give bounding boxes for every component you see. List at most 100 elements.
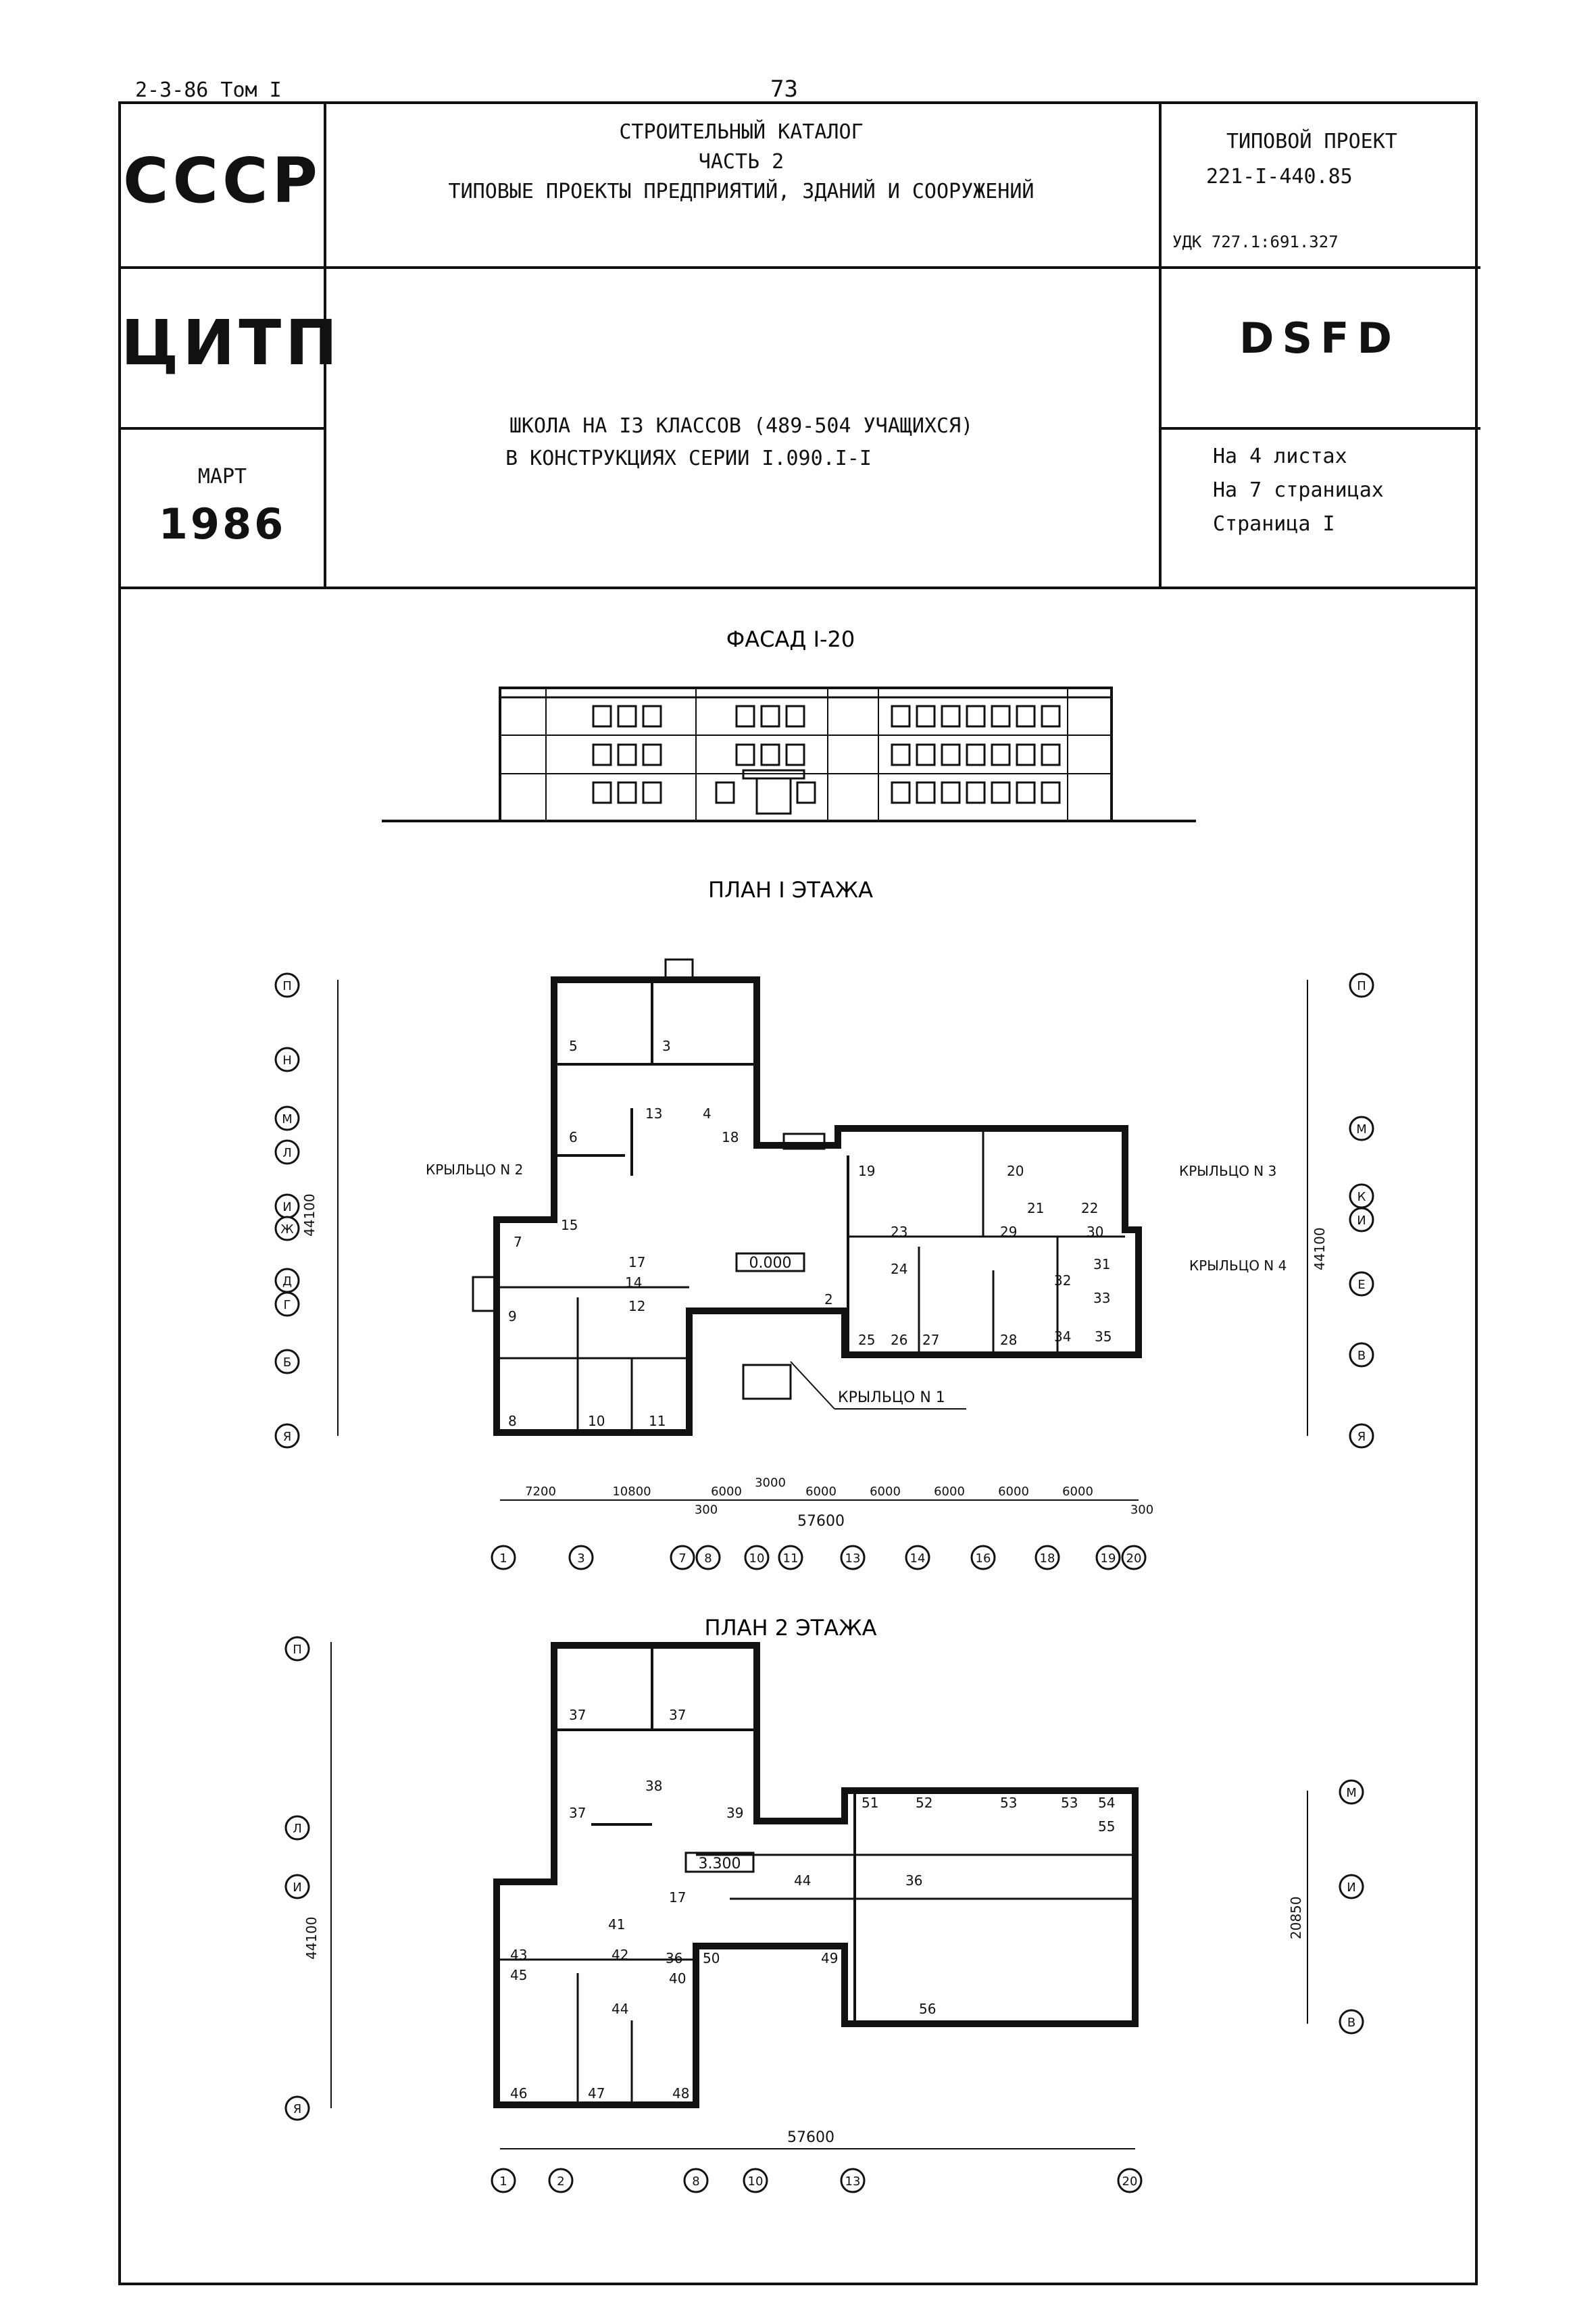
svg-text:39: 39 [726,1805,743,1821]
catalog-line-1: СТРОИТЕЛЬНЫЙ КАТАЛОГ [619,120,864,144]
svg-text:12: 12 [628,1298,645,1314]
svg-text:53: 53 [1061,1795,1078,1811]
plan1-left-axis-bubble [274,1423,300,1449]
svg-text:37: 37 [669,1707,686,1723]
plan1-bottom-axis-label: 1 [499,1551,507,1566]
svg-text:36: 36 [905,1872,922,1889]
svg-text:15: 15 [561,1217,578,1233]
plan2-right-axis-label: И [1347,1881,1355,1895]
project-title-line-2: В КОНСТРУКЦИЯХ СЕРИИ I.090.I-I [505,447,872,470]
level-mark-box-2 [684,1851,755,1873]
titleblock-row-line [324,266,1480,269]
plan2-left-axis-label: Я [293,2102,302,2116]
plan1-bottom-axis-bubble [744,1545,770,1570]
plan1-left-axis-bubble [274,1105,300,1131]
plan1-bottom-dimension: 300 [695,1503,718,1517]
plan1-right-axis-bubble [1349,972,1374,998]
plan1-bottom-axis-label: 3 [577,1551,584,1566]
svg-text:10: 10 [588,1413,605,1429]
level-mark-box [735,1252,805,1272]
facade-drawing [382,687,1196,822]
svg-text:21: 21 [1027,1200,1044,1216]
svg-text:8: 8 [508,1413,517,1429]
plan1-left-axis-label: Б [283,1355,291,1370]
plan1-bottom-axis-bubble [778,1545,803,1570]
svg-text:37: 37 [569,1707,586,1723]
svg-text:29: 29 [1000,1224,1017,1240]
level-mark-2: 3.300 [699,1856,741,1872]
level-mark: 0.000 [749,1255,792,1272]
plan1-left-axis-label: И [282,1200,291,1214]
project-number: 221-I-440.85 [1206,165,1353,189]
plan2-left-axis-label: Л [293,1822,302,1836]
plan1-left-axis-label: П [282,979,292,993]
plan1-left-axis-label: Н [282,1053,292,1068]
svg-text:51: 51 [862,1795,878,1811]
page-index: Страница I [1213,512,1335,536]
plan1-bottom-axis-bubble [670,1545,695,1570]
plan1-bottom-axis-bubble [695,1545,721,1570]
svg-text:53: 53 [1000,1795,1017,1811]
udk-code: УДК 727.1:691.327 [1172,232,1339,251]
titleblock-row-line [1159,427,1480,430]
plan1-left-axis-bubble [274,1216,300,1241]
plan1-bottom-axis-bubble [1121,1545,1147,1570]
plan1-bottom-axis-label: 14 [910,1551,926,1566]
svg-text:50: 50 [703,1950,720,1966]
plan2-bottom-axis-bubble [840,2168,866,2193]
svg-text:28: 28 [1000,1332,1017,1348]
citp-label: ЦИТП [121,307,342,379]
svg-text:40: 40 [669,1970,686,1987]
plan2-bottom-axis-label: 10 [748,2174,764,2189]
svg-text:54: 54 [1098,1795,1115,1811]
svg-text:47: 47 [588,2085,605,2101]
plan2-total-depth-right: 20850 [1288,1896,1304,1939]
plan2-right-axis-label: М [1346,1786,1357,1800]
plan1-bottom-axis-label: 8 [704,1551,712,1566]
plan1-title: ПЛАН I ЭТАЖА [708,877,873,903]
plan1-total-width: 57600 [797,1513,845,1530]
plan2-right-axis-bubble [1339,1874,1364,1899]
svg-text:7: 7 [514,1234,522,1250]
plan1-right-axis-bubble [1349,1271,1374,1297]
porch-1-label: КРЫЛЬЦО N 1 [838,1389,945,1406]
svg-text:41: 41 [608,1916,625,1933]
svg-text:25: 25 [858,1332,875,1348]
svg-text:14: 14 [625,1274,642,1291]
plan1-left-axis-bubble [274,972,300,998]
plan1-right-axis-label: М [1356,1122,1367,1137]
year-label: 1986 [158,499,286,549]
svg-text:22: 22 [1081,1200,1098,1216]
plan1-left-axis-bubble [274,1047,300,1072]
svg-text:13: 13 [645,1105,662,1122]
plan1-bottom-axis-bubble [1034,1545,1060,1570]
plan1-total-depth-right: 44100 [1312,1227,1328,1270]
plan1-bottom-dimension: 300 [1130,1503,1153,1517]
plan1-bottom-dimension: 6000 [998,1485,1029,1499]
project-label: ТИПОВОЙ ПРОЕКТ [1226,130,1397,153]
plan2-left-axis-bubble [284,1636,310,1662]
facade-windows [592,705,1061,804]
svg-text:34: 34 [1054,1328,1071,1345]
svg-text:37: 37 [569,1805,586,1821]
plan1-right-axis-bubble [1349,1116,1374,1141]
plan1-total-depth-left: 44100 [301,1193,318,1237]
porch-4-label: КРЫЛЬЦО N 4 [1189,1258,1287,1274]
facade-title: ФАСАД I-20 [726,626,855,652]
titleblock-bottom-line [121,587,1475,589]
titleblock-divider-right [1159,104,1162,587]
plan1-bottom-dimension: 3000 [755,1476,786,1490]
project-title-line-1: ШКОЛА НА I3 КЛАССОВ (489-504 УЧАЩИХСЯ) [509,414,974,438]
svg-text:55: 55 [1098,1818,1115,1835]
sheet-count: На 4 листах [1213,445,1347,468]
plan2-bottom-axis-bubble [491,2168,516,2193]
plan2-left-axis-bubble [284,1815,310,1841]
plan1-bottom-dimension: 7200 [525,1485,556,1499]
plan1-left-axis-label: Л [282,1146,292,1160]
svg-text:11: 11 [649,1413,666,1429]
svg-text:45: 45 [510,1967,527,1983]
plan2-left-axis-label: П [293,1643,302,1657]
